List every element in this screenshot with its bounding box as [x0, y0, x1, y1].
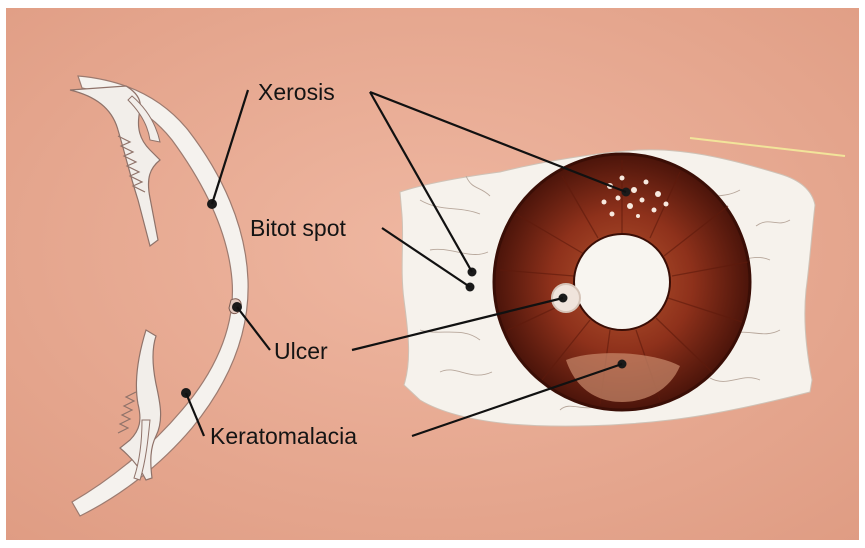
pupil	[574, 234, 670, 330]
label-xerosis: Xerosis	[258, 79, 335, 105]
eye-front-view	[400, 150, 815, 426]
label-ulcer: Ulcer	[274, 338, 328, 364]
label-keratomalacia: Keratomalacia	[210, 423, 357, 449]
label-bitot-spot: Bitot spot	[250, 215, 346, 241]
